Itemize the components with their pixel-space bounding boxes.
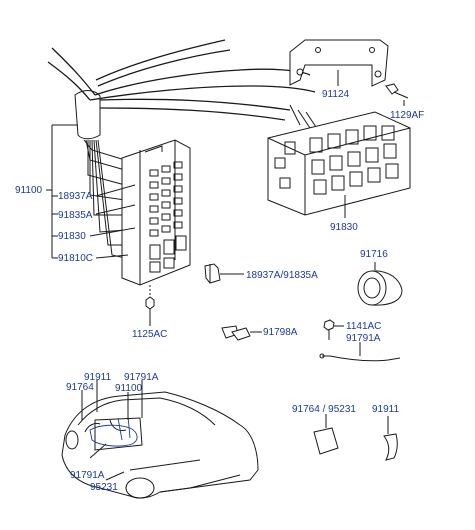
label-91911-right[interactable]: 91911 (372, 404, 400, 415)
label-91124[interactable]: 91124 (322, 89, 350, 100)
wiring-harness (47, 39, 319, 259)
label-91911-car[interactable]: 91911 (84, 372, 112, 383)
label-91791A-right[interactable]: 91791A (346, 333, 381, 344)
fuse-18937A-91835A[interactable] (204, 263, 221, 284)
bolt-1141AC[interactable] (323, 319, 335, 340)
label-91764-car[interactable]: 91764 (66, 382, 94, 393)
label-95231-car[interactable]: 95231 (90, 482, 118, 493)
part-labels: 91100 18937A 91835A 91830 91810C 1125AC … (15, 89, 424, 493)
relay-box-right[interactable] (267, 111, 411, 216)
bolt-1125AC[interactable] (145, 285, 155, 318)
label-18937A-91835A[interactable]: 18937A/91835A (246, 270, 318, 281)
label-91830-left[interactable]: 91830 (58, 231, 86, 242)
junction-box-left[interactable] (121, 139, 191, 286)
label-91716[interactable]: 91716 (360, 249, 388, 260)
label-91830-right[interactable]: 91830 (330, 222, 358, 233)
label-91798A[interactable]: 91798A (263, 327, 298, 338)
label-91810C[interactable]: 91810C (58, 253, 93, 264)
label-91764-95231[interactable]: 91764 / 95231 (292, 404, 356, 415)
cable-91791A[interactable] (319, 353, 401, 362)
label-91835A-left[interactable]: 91835A (58, 210, 93, 221)
label-1129AF[interactable]: 1129AF (390, 110, 424, 121)
label-1141AC[interactable]: 1141AC (346, 321, 381, 332)
connector-91798A[interactable] (221, 325, 251, 341)
label-91100-car[interactable]: 91100 (115, 383, 143, 394)
label-1125AC[interactable]: 1125AC (132, 329, 167, 340)
bracket-91124[interactable] (289, 39, 389, 87)
clip-91911[interactable] (383, 433, 398, 461)
leader-lines (46, 70, 405, 481)
label-91791A-car-top[interactable]: 91791A (124, 372, 159, 383)
car-harness-markup (89, 415, 138, 447)
car-outline (61, 391, 259, 499)
label-91100[interactable]: 91100 (15, 185, 43, 196)
label-18937A-left[interactable]: 18937A (58, 191, 93, 202)
label-91791A-car-bottom[interactable]: 91791A (70, 470, 105, 481)
grommet-91716[interactable] (357, 270, 403, 306)
pad-91764-95231[interactable] (313, 427, 339, 455)
screw-1129AF[interactable] (385, 83, 409, 99)
